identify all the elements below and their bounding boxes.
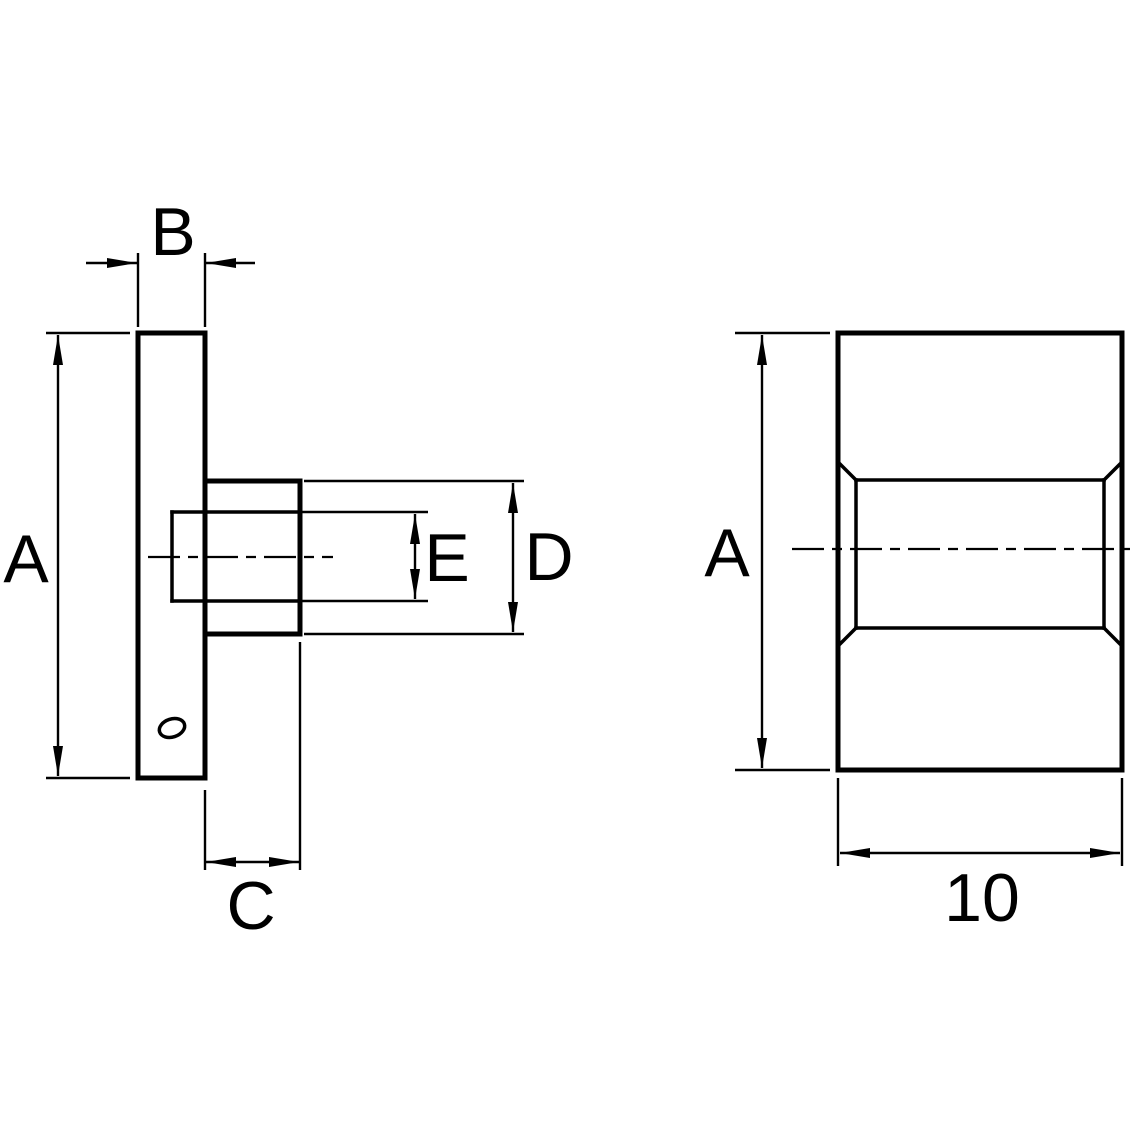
chamfer-top-right [1101,459,1125,483]
dim-b-label: B [150,194,195,270]
chamfer-top-left [835,459,859,483]
dim-a-left-label: A [3,521,49,597]
side-view: A B C D E [3,194,573,944]
dim-d-label: D [524,519,573,595]
chamfer-bottom-left [835,625,859,649]
front-view: A 10 [704,330,1130,936]
side-view-boss-outline [202,478,303,637]
dim-e-label: E [424,520,469,596]
dim-a-right-label: A [704,515,750,591]
plate-hole-ellipse [157,716,187,740]
dim-c-label: C [226,868,275,944]
dim-10-label: 10 [944,860,1020,936]
front-view-outline [835,330,1125,773]
chamfer-bottom-right [1101,625,1125,649]
side-view-plate-outline [135,330,208,781]
